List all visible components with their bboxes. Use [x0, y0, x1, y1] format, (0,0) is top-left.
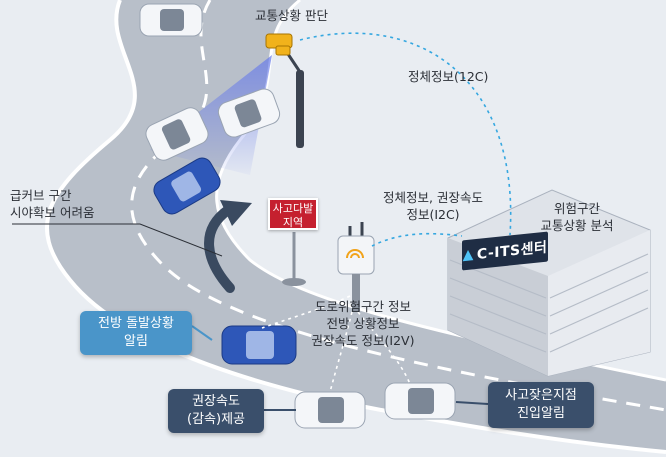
accident-zone-sign-line1: 사고다발 — [272, 202, 314, 215]
label-i2v: 도로위험구간 정보 전방 상황정보 권장속도 정보(I2V) — [298, 298, 428, 349]
link-rsu-to-bottom-car-1 — [329, 311, 353, 393]
car-white-bottom-1 — [294, 391, 366, 429]
sign-base — [282, 278, 306, 286]
label-danger-zone: 위험구간 교통상황 분석 — [522, 200, 632, 234]
car-white-left — [145, 107, 209, 161]
label-sharp-curve-line2: 시야확보 어려움 — [10, 205, 95, 220]
car-white-bottom-2 — [384, 382, 456, 420]
callout-front-alert-line2: 알림 — [124, 334, 148, 349]
callout-front-alert: 전방 돌발상황 알림 — [80, 311, 192, 355]
car-white-top — [139, 3, 203, 37]
road-edge-white — [44, 0, 666, 454]
car-blue-curve — [153, 157, 221, 215]
label-congestion-speed-line2: 정보(I2C) — [406, 207, 460, 222]
callout-speed-line1: 권장속도 — [192, 394, 240, 409]
label-traffic-judgement: 교통상황 판단 — [255, 8, 328, 23]
callout-front-alert-line1: 전방 돌발상황 — [98, 316, 174, 331]
c-its-center-name: C-ITS센터 — [476, 239, 548, 263]
accident-zone-sign: 사고다발 지역 — [268, 198, 318, 230]
label-sharp-curve: 급커브 구간 시야확보 어려움 — [10, 187, 94, 221]
curve-arrow — [204, 205, 235, 293]
link-rsu-to-center — [371, 232, 463, 247]
leader-front-alert — [191, 325, 213, 341]
accident-zone-sign-line2: 지역 — [282, 216, 304, 229]
leader-sharp-curve — [12, 223, 223, 257]
link-rsu-to-blue-car — [261, 295, 351, 329]
label-congestion-speed: 정체정보, 권장속도 정보(I2C) — [364, 189, 502, 223]
roadside-unit — [337, 222, 375, 312]
callout-speed-line2: (감속)제공 — [187, 412, 245, 427]
sensor-pole — [265, 33, 304, 148]
label-congestion-i2c: 정체정보(12C) — [408, 69, 489, 84]
curve-arrow-head — [220, 200, 252, 226]
label-i2v-line1: 도로위험구간 정보 — [315, 299, 411, 314]
car-white-right — [217, 88, 281, 138]
callout-recommended-speed: 권장속도 (감속)제공 — [168, 389, 264, 433]
i2v-links — [261, 295, 411, 393]
leader-accident — [455, 401, 489, 405]
communication-links — [299, 32, 512, 247]
label-danger-zone-line1: 위험구간 — [553, 201, 600, 216]
label-i2v-line2: 전방 상황정보 — [326, 316, 400, 331]
link-sensor-to-center — [299, 32, 512, 236]
callout-accident-line2: 진입알림 — [517, 406, 565, 421]
arrow-icon: ▲ — [462, 246, 474, 264]
callout-accident-line1: 사고잦은지점 — [505, 388, 577, 403]
label-congestion-speed-line1: 정체정보, 권장속도 — [383, 190, 483, 205]
label-danger-zone-line2: 교통상황 분석 — [540, 218, 614, 233]
label-i2v-line3: 권장속도 정보(I2V) — [311, 333, 415, 348]
callout-accident-entry: 사고잦은지점 진입알림 — [488, 382, 594, 428]
label-sharp-curve-line1: 급커브 구간 — [10, 188, 72, 203]
car-blue-road — [221, 325, 297, 365]
